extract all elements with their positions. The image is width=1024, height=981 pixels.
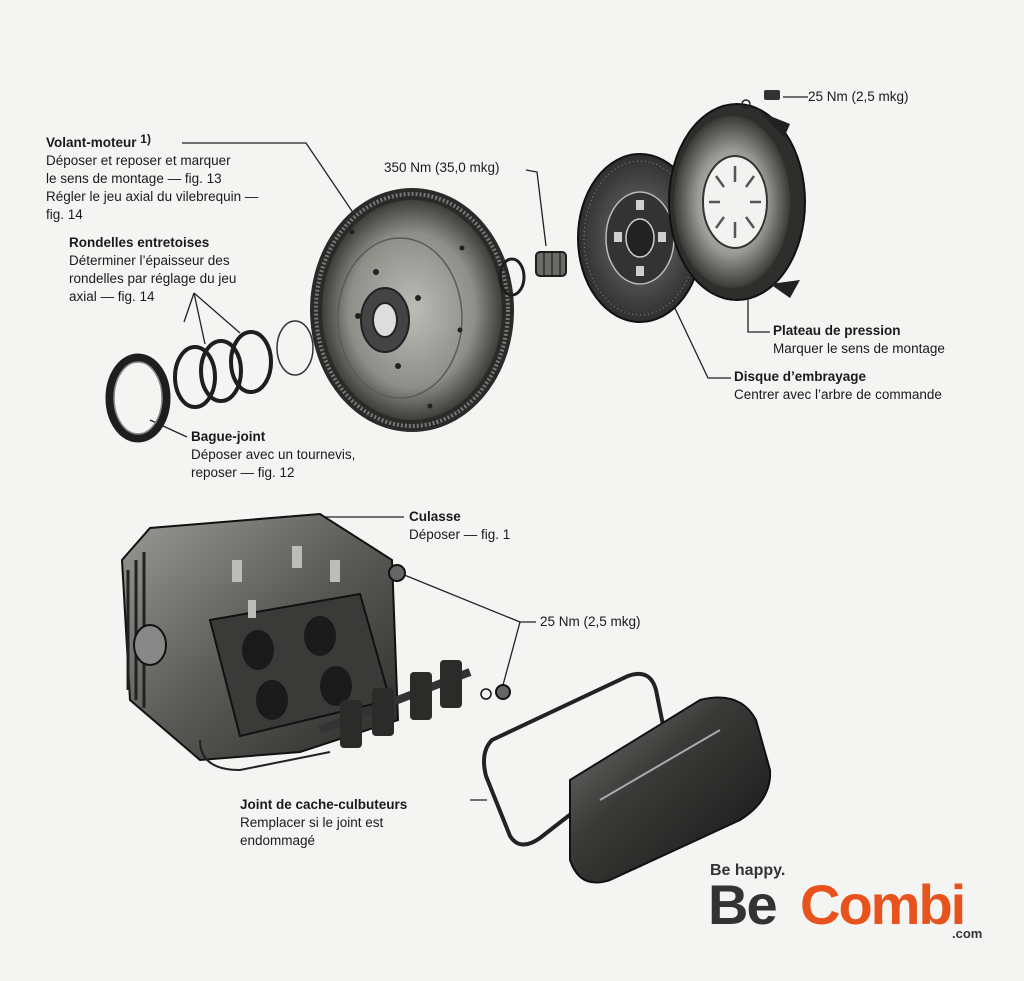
label-spacer-washers-line-1: Déterminer l’épaisseur des	[69, 253, 230, 268]
label-valve-cover-gasket-line-1: Remplacer si le joint est	[240, 815, 384, 830]
logo-combi: Combi	[800, 873, 966, 936]
label-spacer-washers-title: Rondelles entretoises	[69, 235, 210, 250]
becombi-logo: Be happy. Be Combi .com	[708, 862, 998, 946]
label-pressure-plate-title: Plateau de pression	[773, 323, 901, 338]
logo-tagline: Be happy.	[710, 862, 786, 879]
label-cylinder-head: Culasse Déposer — fig. 1	[409, 508, 510, 544]
label-clutch-disc-title: Disque d’embrayage	[734, 369, 867, 384]
footnote-marker: 1)	[140, 132, 151, 146]
label-valve-cover-gasket-title: Joint de cache-culbuteurs	[240, 797, 408, 812]
label-flywheel: Volant-moteur 1) Déposer et reposer et m…	[46, 132, 259, 224]
label-seal-title: Bague-joint	[191, 429, 266, 444]
label-torque-25-mid: 25 Nm (2,5 mkg)	[540, 614, 641, 629]
label-seal-line-2: reposer — fig. 12	[191, 465, 295, 480]
label-seal: Bague-joint Déposer avec un tournevis, r…	[191, 428, 355, 482]
label-flywheel-line-2: le sens de montage — fig. 13	[46, 171, 222, 186]
label-spacer-washers-line-3: axial — fig. 14	[69, 289, 155, 304]
thin-washer-drawing	[276, 320, 314, 376]
label-flywheel-line-4: fig. 14	[46, 207, 83, 222]
label-spacer-washers: Rondelles entretoises Déterminer l’épais…	[69, 234, 236, 306]
label-torque-25-top: 25 Nm (2,5 mkg)	[808, 89, 909, 104]
seal-ring-drawing	[105, 353, 171, 443]
flywheel-drawing	[310, 188, 514, 432]
label-flywheel-title: Volant-moteur	[46, 135, 137, 150]
valve-cover-gasket-drawing	[482, 671, 669, 847]
label-pressure-plate-line-1: Marquer le sens de montage	[773, 341, 945, 356]
valve-cover-drawing	[569, 696, 772, 884]
logo-be: Be	[708, 873, 778, 936]
label-pressure-plate: Plateau de pression Marquer le sens de m…	[773, 322, 945, 358]
label-clutch-disc: Disque d’embrayage Centrer avec l’arbre …	[734, 368, 942, 404]
gland-nut-drawing	[535, 251, 567, 277]
rocker-shaft-drawing	[318, 660, 472, 748]
label-torque-350: 350 Nm (35,0 mkg)	[384, 160, 500, 175]
cylinder-head-drawing	[120, 512, 400, 772]
label-cylinder-head-title: Culasse	[409, 509, 461, 524]
label-seal-line-1: Déposer avec un tournevis,	[191, 447, 356, 462]
spacer-washers-drawing	[173, 330, 273, 409]
oring-drawing	[498, 257, 526, 297]
label-spacer-washers-line-2: rondelles par réglage du jeu	[69, 271, 237, 286]
label-cylinder-head-line-1: Déposer — fig. 1	[409, 527, 511, 542]
leader-lines	[149, 96, 808, 801]
label-flywheel-line-1: Déposer et reposer et marquer	[46, 153, 231, 168]
label-valve-cover-gasket-line-2: endommagé	[240, 833, 316, 848]
label-valve-cover-gasket: Joint de cache-culbuteurs Remplacer si l…	[240, 796, 407, 850]
logo-domain: .com	[952, 926, 983, 941]
label-flywheel-line-3: Régler le jeu axial du vilebrequin —	[46, 189, 259, 204]
pressure-plate-drawing	[668, 103, 806, 301]
label-clutch-disc-line-1: Centrer avec l’arbre de commande	[734, 387, 942, 402]
